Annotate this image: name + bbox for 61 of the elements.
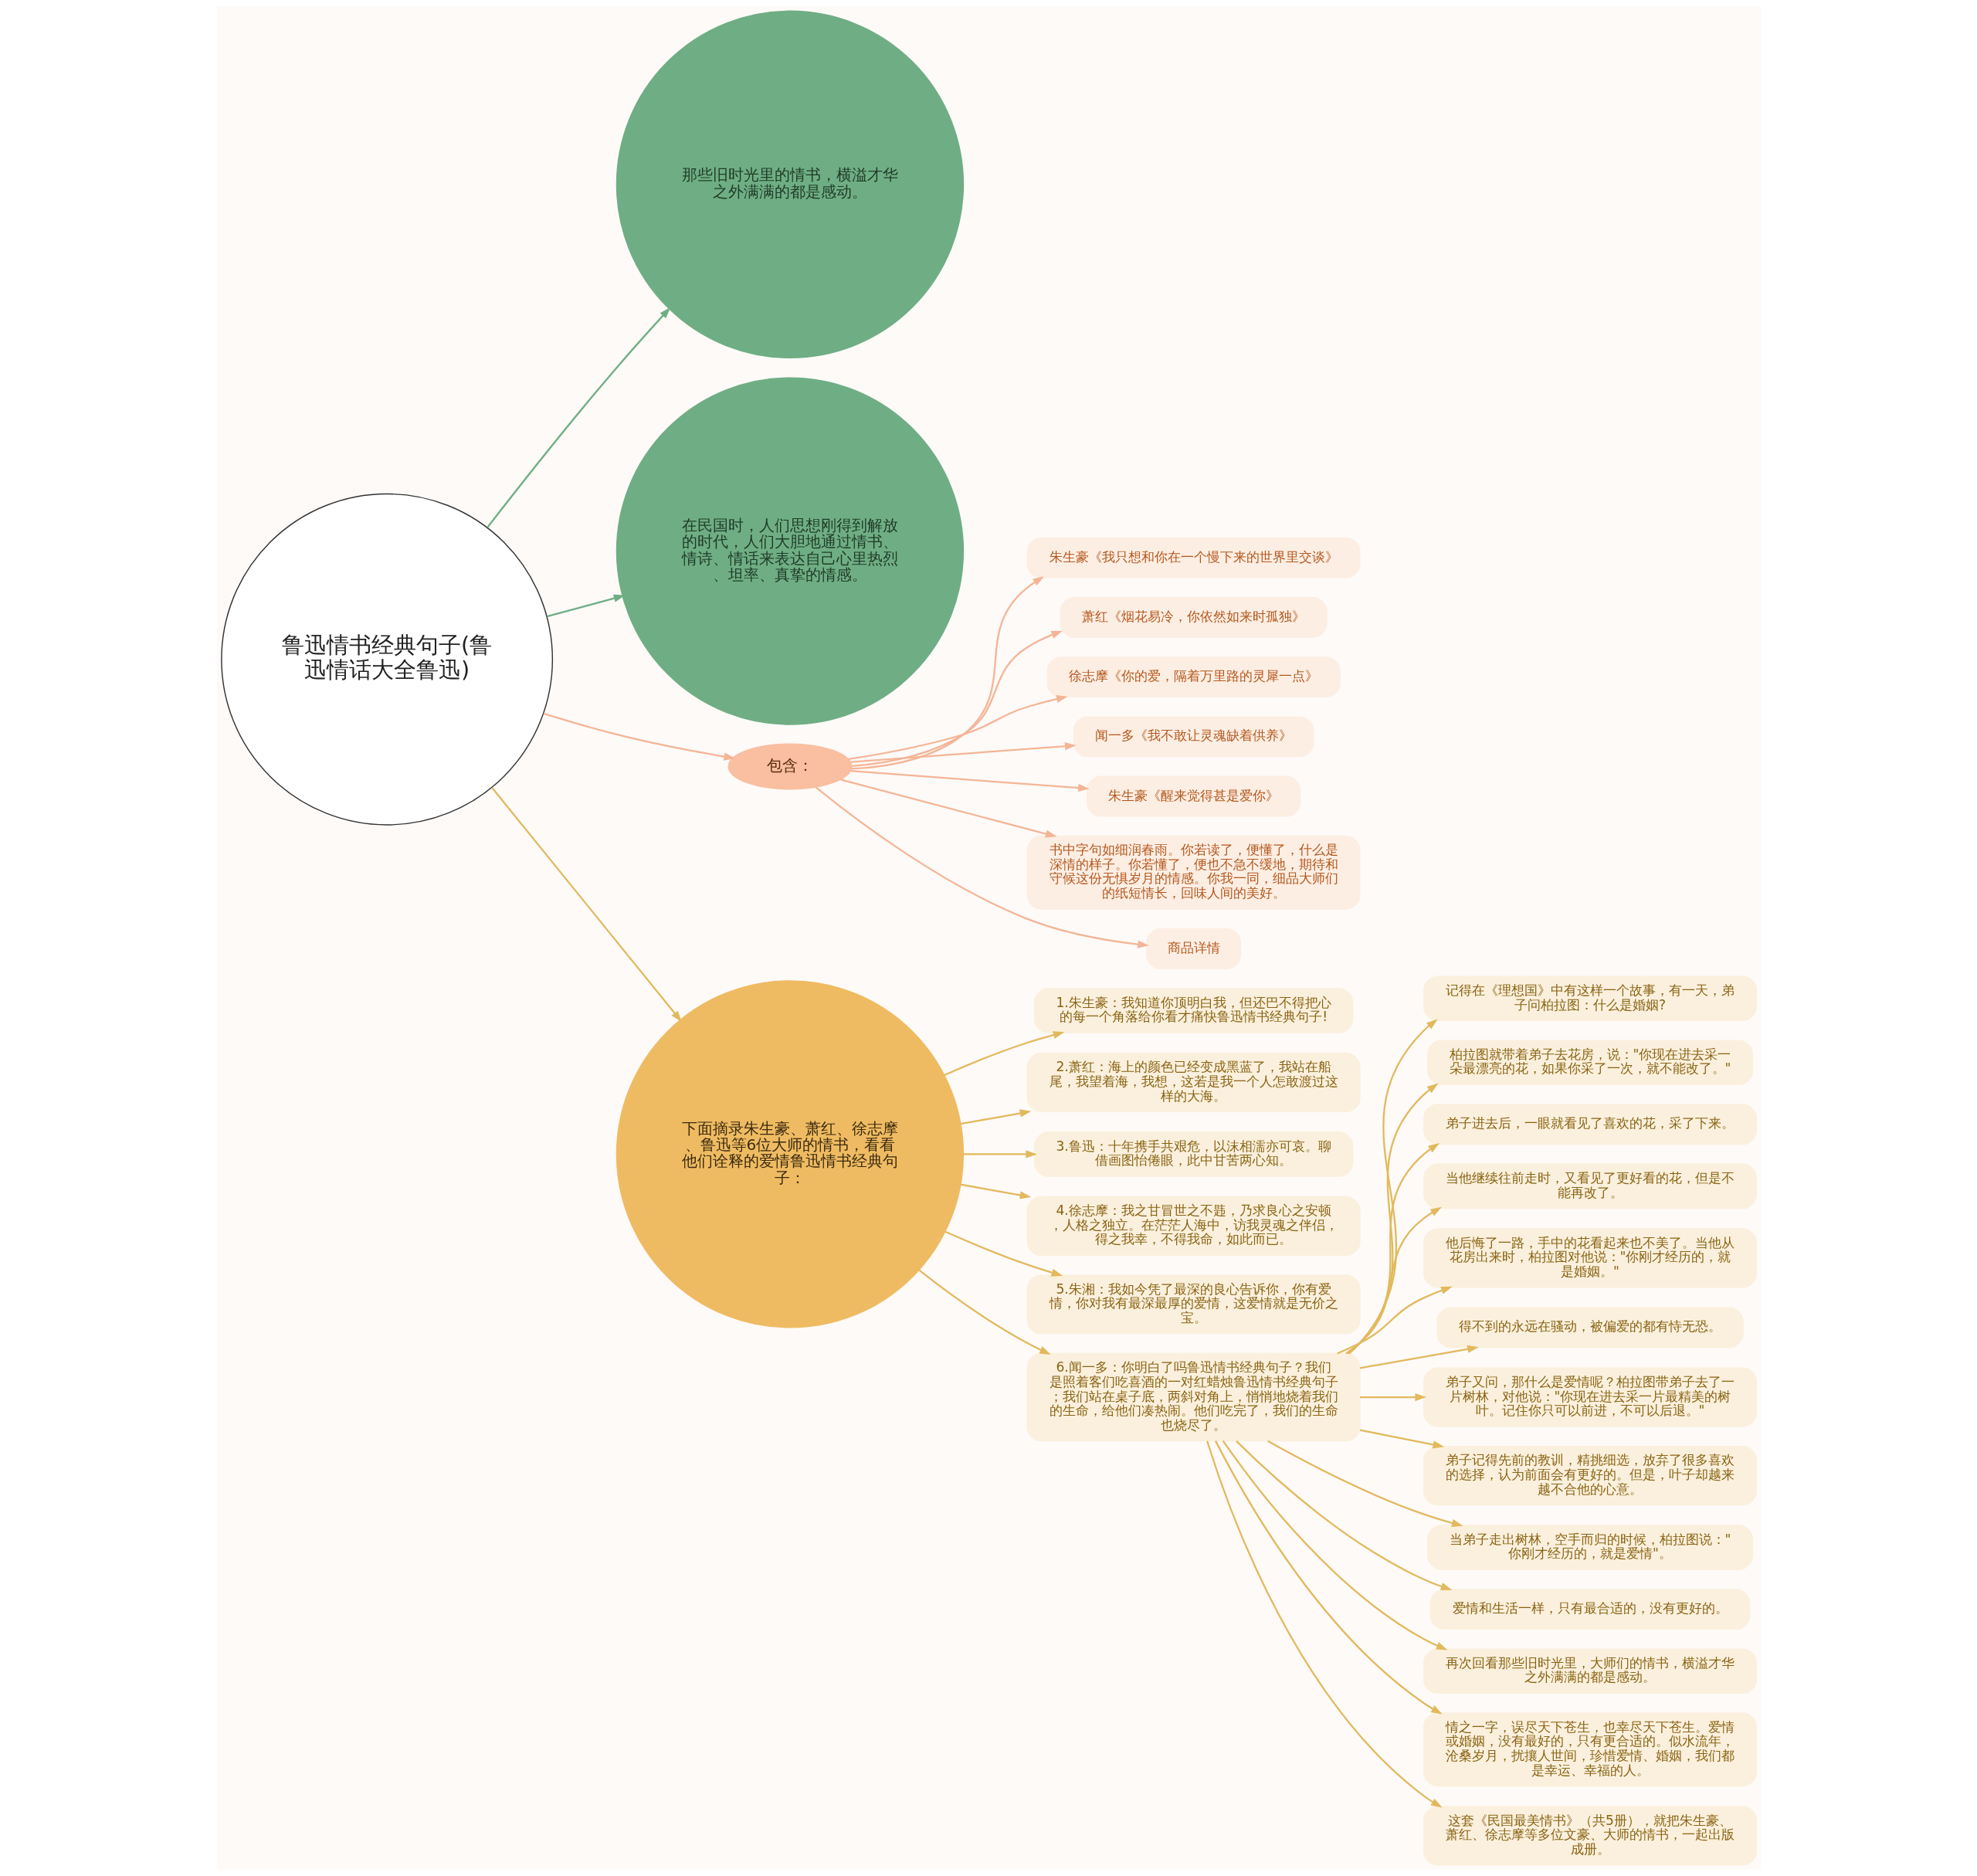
node-box: 爱情和生活一样，只有最合适的，没有更好的。 <box>1429 1589 1750 1630</box>
arrow <box>543 712 735 761</box>
arrow <box>490 787 682 1023</box>
arrow <box>1336 1286 1453 1355</box>
arrow <box>848 695 1068 761</box>
node-box: 他后悔了一路，手中的花看起来也不美了。当他从花房出来时，柏拉图对他说："你刚才经历的，就是婚姻。" <box>1423 1228 1757 1288</box>
node-box: 萧红《烟花易冷，你依然如来时孤独》 <box>1060 596 1328 638</box>
arrow <box>1359 1393 1426 1402</box>
arrow <box>839 779 1056 838</box>
node-box: 弟子又问，那什么是爱情呢？柏拉图带弟子去了一片树林，对他说："你现在进去采一片最精美的树叶。记住你只可以前进，不可以后退。" <box>1423 1367 1757 1427</box>
node-box: 朱生豪《醒来觉得甚是爱你》 <box>1086 775 1300 817</box>
arrow <box>1222 1440 1448 1650</box>
node-ellipse: 包含： <box>727 743 852 790</box>
arrow <box>546 594 625 618</box>
arrow <box>1347 1142 1440 1355</box>
node-circle: 那些旧时光里的情书，横溢才华之外满满的都是感动。 <box>615 10 964 358</box>
arrow <box>1267 1440 1463 1527</box>
arrow <box>944 1031 1064 1076</box>
node-circle: 鲁迅情书经典句子(鲁迅情话大全鲁迅) <box>220 493 553 826</box>
node-circle: 下面摘录朱生豪、萧红、徐志摩、鲁迅等6位大师的情书，看看他们诠释的爱情鲁迅情书经典句子： <box>615 980 964 1328</box>
arrow <box>850 742 1077 763</box>
node-box: 当他继续往前走时，又看见了更好看的花，但是不能再改了。 <box>1423 1163 1757 1209</box>
node-box: 书中字句如细润春雨。你若读了，便懂了，什么是深情的样子。你若懂了，便也不急不缓地，期待和守候这份无惧岁月的情感。你我一同，细品大师们的纸短情长，回味人间的美好。 <box>1026 835 1361 910</box>
node-box: 1.朱生豪：我知道你顶明白我，但还巴不得把心的每一个角落给你看才痛快鲁迅情书经典句子! <box>1033 988 1353 1033</box>
arrow <box>1348 1083 1438 1355</box>
arrow <box>1345 1206 1442 1355</box>
node-box: 4.徐志摩：我之甘冒世之不韪，乃求良心之安顿，人格之独立。在茫茫人海中，访我灵魂之伴侣，得之我幸，不得我命，如此而已。 <box>1026 1196 1361 1256</box>
node-box: 徐志摩《你的爱，隔着万里路的灵犀一点》 <box>1046 656 1341 698</box>
node-box: 朱生豪《我只想和你在一个慢下来的世界里交谈》 <box>1026 537 1361 578</box>
arrow <box>1359 1429 1444 1449</box>
arrow <box>1235 1440 1452 1591</box>
node-box: 得不到的永远在骚动，被偏爱的都有恃无恐。 <box>1436 1307 1744 1348</box>
arrow <box>851 576 1044 770</box>
arrow <box>960 1183 1031 1199</box>
arrow <box>815 786 1149 948</box>
arrow <box>486 307 670 528</box>
node-box: 再次回看那些旧时光里，大师们的情书，横溢才华之外满满的都是感动。 <box>1423 1648 1757 1695</box>
arrow <box>962 1150 1037 1159</box>
node-box: 5.朱湘：我如今凭了最深的良心告诉你，你有爱情，你对我有最深最厚的爱情，这爱情就是无价之宝。 <box>1026 1274 1361 1335</box>
node-box: 柏拉图就带着弟子去花房，说："你现在进去采一朵最漂亮的花，如果你采了一次，就不能改了。" <box>1426 1040 1753 1086</box>
node-box: 闻一多《我不敢让灵魂缺着供养》 <box>1073 716 1314 758</box>
node-box: 6.闻一多：你明白了吗鲁迅情书经典句子？我们是照着客们吃喜酒的一对红蜡烛鲁迅情书经典句子；我们站在桌子底，两斜对角上，悄悄地烧着我们的生命，给他们凑热闹。他们吃完了，我们的生命也烧尽了。 <box>1026 1352 1361 1442</box>
arrow <box>1359 1345 1479 1369</box>
node-box: 3.鲁迅：十年携手共艰危，以沫相濡亦可哀。聊借画图怡倦眼，此中甘苦两心知。 <box>1033 1131 1353 1177</box>
node-box: 弟子进去后，一眼就看见了喜欢的花，采了下来。 <box>1423 1104 1757 1145</box>
arrow <box>850 770 1090 792</box>
arrow <box>1206 1440 1443 1808</box>
node-box: 商品详情 <box>1145 928 1241 969</box>
node-box: 这套《民国最美情书》（共5册），就把朱生豪、萧红、徐志摩等多位文豪、大师的情书，一起出版成册。 <box>1423 1806 1757 1866</box>
arrow <box>960 1109 1031 1125</box>
node-box: 当弟子走出树林，空手而归的时候，柏拉图说："你刚才经历的，就是爱情"。 <box>1426 1525 1753 1570</box>
node-box: 记得在《理想国》中有这样一个故事，有一天，弟子问柏拉图：什么是婚姻? <box>1423 975 1757 1022</box>
node-box: 情之一字，误尽天下苍生，也幸尽天下苍生。爱情或婚姻，没有最好的，只有更合适的。似水流年，沧桑岁月，扰攘人世间，珍惜爱情、婚姻，我们都是幸运、幸福的人。 <box>1423 1712 1757 1787</box>
node-box: 弟子记得先前的教训，精挑细选，放弃了很多喜欢的选择，认为前面会有更好的。但是，叶子却越来越不合他的心意。 <box>1423 1446 1757 1506</box>
arrow <box>851 630 1063 768</box>
arrow <box>1214 1440 1443 1715</box>
arrow <box>918 1269 1051 1355</box>
node-circle: 在民国时，人们思想刚得到解放的时代，人们大胆地通过情书、情诗、情话来表达自己心里热烈、坦率、真挚的情感。 <box>615 377 964 725</box>
arrow <box>944 1230 1063 1277</box>
node-box: 2.萧红：海上的颜色已经变成黑蓝了，我站在船尾，我望着海，我想，这若是我一个人怎敢渡过这样的大海。 <box>1026 1052 1361 1113</box>
arrow <box>1348 1019 1438 1355</box>
